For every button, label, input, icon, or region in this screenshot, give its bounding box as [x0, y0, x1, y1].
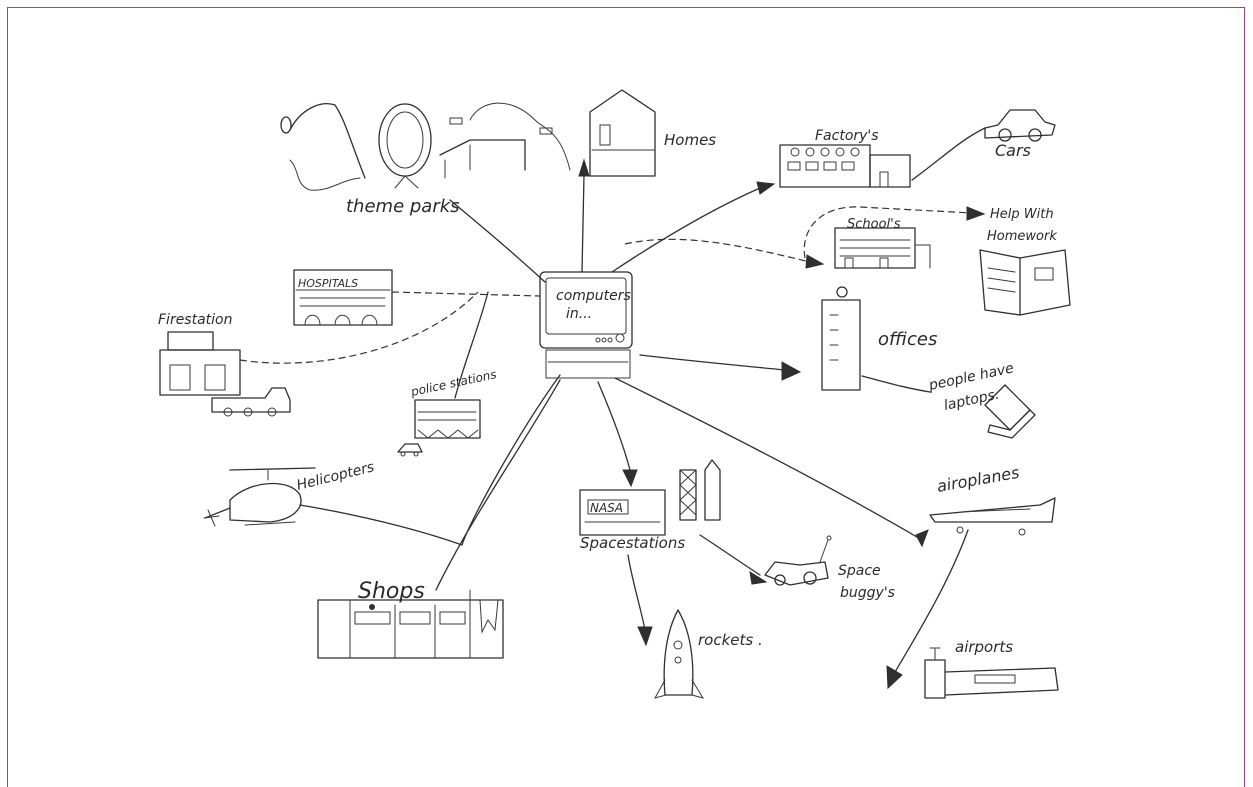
- page-frame: [7, 7, 1245, 787]
- laptop-drawing: [984, 384, 1036, 439]
- arrowhead-airports: [886, 665, 903, 690]
- label-helicopters: Helicopters: [295, 459, 376, 494]
- label-shops: Shops: [358, 579, 425, 604]
- airoplanes-drawing: [929, 497, 1056, 536]
- label-people-laptops-1: people have: [927, 360, 1016, 394]
- label-help-homework-1: Help With: [990, 207, 1054, 222]
- police-stations-drawing: [397, 399, 481, 457]
- center-label-line1: computers: [556, 288, 631, 304]
- label-offices: offices: [878, 329, 937, 350]
- connector-shops: [435, 379, 561, 591]
- firestation-drawing: [159, 331, 291, 417]
- arrowhead-homework: [966, 206, 986, 221]
- connector-space-buggy: [699, 534, 761, 576]
- connector-homework: [803, 206, 973, 259]
- connector-airports: [894, 529, 969, 673]
- theme-parks-drawing: [280, 102, 571, 191]
- helicopters-drawing: [203, 467, 316, 527]
- label-airoplanes: airoplanes: [935, 463, 1020, 496]
- schools-drawing: [834, 227, 931, 269]
- label-hospitals: HOSPITALS: [298, 277, 358, 290]
- connector-rockets: [627, 554, 646, 631]
- label-space-buggys-2: buggy's: [840, 585, 895, 601]
- connector-helicopters: [299, 374, 561, 546]
- label-help-homework-2: Homework: [987, 229, 1057, 244]
- hospitals-drawing: [293, 269, 393, 326]
- arrowhead-offices: [781, 361, 802, 381]
- cars-drawing: [984, 109, 1056, 142]
- spacestations-drawing: [579, 459, 721, 536]
- offices-drawing: [821, 286, 861, 391]
- arrowhead-factorys: [756, 181, 776, 195]
- connector-firestation: [239, 291, 479, 364]
- connector-airoplanes: [614, 377, 923, 541]
- arrowhead-airoplanes: [915, 529, 929, 548]
- connector-laptops: [861, 375, 931, 393]
- label-people-laptops-2: laptops.: [943, 387, 1001, 414]
- center-computer-drawing: [539, 271, 633, 379]
- mind-map-diagram: computers in... Homes theme parks: [158, 89, 1071, 699]
- label-rockets: rockets .: [698, 631, 763, 649]
- connector-offices: [639, 354, 786, 371]
- label-cars: Cars: [995, 141, 1031, 160]
- connector-factorys: [611, 187, 761, 273]
- arrowhead-spacestations: [622, 469, 638, 488]
- arrowhead-schools: [805, 254, 825, 269]
- label-airports: airports: [955, 638, 1013, 656]
- label-theme-parks: theme parks: [346, 196, 460, 217]
- connector-cars: [911, 127, 986, 181]
- factorys-drawing: [779, 144, 911, 188]
- connectors: [239, 127, 986, 690]
- arrowhead-space-buggy: [749, 570, 768, 585]
- arrowhead-homes: [578, 158, 590, 177]
- label-firestation: Firestation: [158, 312, 233, 328]
- label-nasa: NASA: [590, 501, 623, 515]
- label-spacestations: Spacestations: [580, 534, 685, 552]
- center-label-line2: in...: [566, 306, 592, 322]
- connector-schools: [624, 238, 811, 263]
- label-factorys: Factory's: [815, 128, 879, 144]
- homes-drawing: [589, 89, 656, 177]
- connector-police: [454, 291, 489, 399]
- connector-theme-parks: [449, 199, 546, 283]
- label-police-stations: police stations: [409, 367, 498, 399]
- shops-drawing: [317, 589, 504, 659]
- arrowhead-rockets: [637, 626, 653, 647]
- book-drawing: [979, 249, 1071, 316]
- space-buggy-drawing: [764, 535, 832, 586]
- label-schools: School's: [847, 217, 901, 232]
- connector-spacestations: [597, 381, 631, 471]
- rockets-drawing: [653, 609, 705, 699]
- label-space-buggys-1: Space: [838, 563, 881, 579]
- connector-hospitals: [391, 291, 541, 297]
- airports-drawing: [924, 647, 1059, 699]
- label-homes: Homes: [664, 131, 716, 149]
- connector-homes: [581, 174, 585, 273]
